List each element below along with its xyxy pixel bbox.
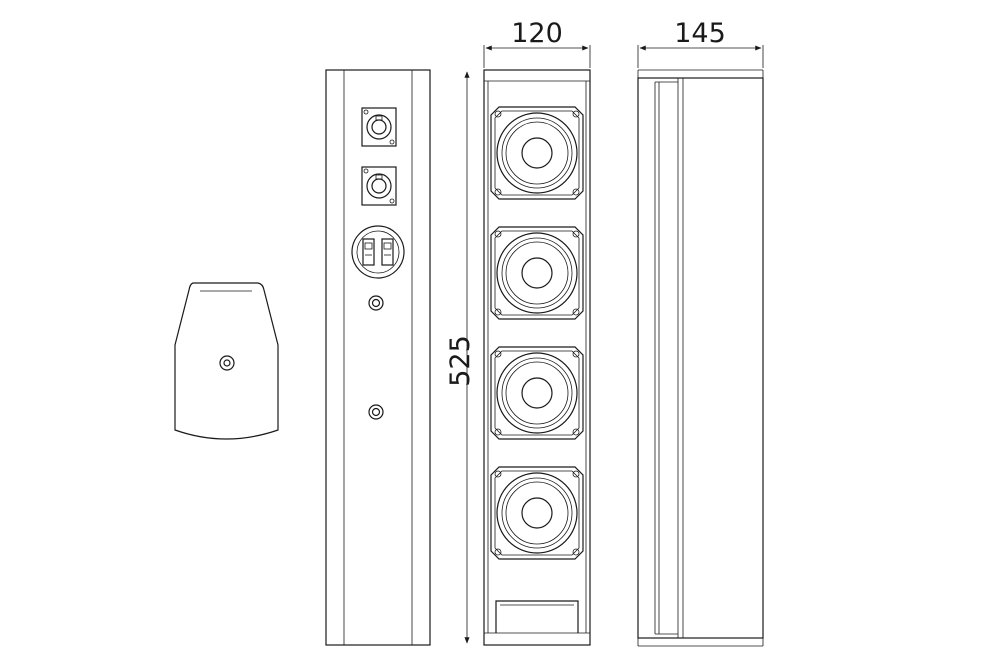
wall-bracket <box>174 282 279 440</box>
bass-port <box>495 600 579 633</box>
woofer-driver-4 <box>490 466 584 560</box>
driver-screw <box>572 428 580 436</box>
driver-screw <box>494 350 502 358</box>
front-width-dimension-label: 120 <box>511 18 563 49</box>
driver-screw <box>494 110 502 118</box>
driver-screw <box>572 110 580 118</box>
driver-screw <box>572 470 580 478</box>
driver-screw <box>572 308 580 316</box>
side-depth-dimension: 145 <box>637 18 764 68</box>
front-width-dimension: 120 <box>483 18 591 68</box>
woofer-driver-3 <box>490 346 584 440</box>
driver-screw <box>494 470 502 478</box>
driver-screw <box>494 230 502 238</box>
side-view <box>637 69 764 647</box>
driver-screw <box>494 548 502 556</box>
driver-screw <box>572 230 580 238</box>
height-dimension: 525 <box>445 71 476 644</box>
side-depth-dimension-label: 145 <box>674 18 726 49</box>
driver-screw <box>494 308 502 316</box>
bracket-mount-screw <box>219 355 235 371</box>
height-dimension-label: 525 <box>445 335 476 387</box>
speakon-connector-bottom <box>361 166 397 206</box>
driver-array <box>490 106 584 560</box>
driver-screw <box>572 350 580 358</box>
driver-screw <box>494 428 502 436</box>
binding-post-terminal <box>351 225 405 279</box>
woofer-driver-1 <box>490 106 584 200</box>
rear-mount-hole-lower <box>368 404 384 420</box>
woofer-driver-2 <box>490 226 584 320</box>
front-view <box>483 69 591 646</box>
rear-view <box>325 69 431 646</box>
rear-mount-hole-upper <box>368 295 384 311</box>
driver-screw <box>572 188 580 196</box>
driver-screw <box>494 188 502 196</box>
driver-screw <box>572 548 580 556</box>
speakon-connector-top <box>361 107 397 147</box>
